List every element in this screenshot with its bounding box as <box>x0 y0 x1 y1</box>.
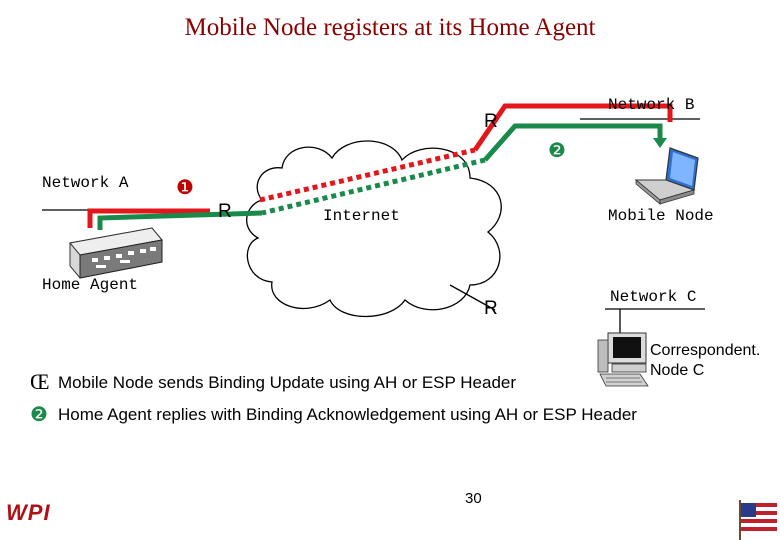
step-2-marker: ❷ <box>548 140 566 162</box>
note-2-text: Home Agent replies with Binding Acknowle… <box>58 405 637 424</box>
wpi-logo: WPI <box>6 500 51 525</box>
note-2-marker: ❷ <box>30 404 48 426</box>
note-1-marker: Œ <box>30 369 50 394</box>
laptop-icon <box>634 147 699 205</box>
network-a-label: Network A <box>42 174 129 192</box>
network-b-label: Network B <box>608 96 695 114</box>
internet-cloud <box>246 140 502 318</box>
router-c-label: R <box>484 298 498 319</box>
binding-update-path <box>87 103 673 228</box>
router-b-label: R <box>484 111 498 132</box>
home-agent-server-icon <box>69 227 163 279</box>
page-number: 30 <box>465 490 482 507</box>
binding-ack-path <box>97 123 667 230</box>
network-c-label: Network C <box>610 288 697 306</box>
us-flag-icon <box>739 500 777 540</box>
cloud-to-router-c <box>449 284 496 311</box>
page-title: Mobile Node registers at its Home Agent <box>184 14 596 41</box>
router-a-label: R <box>218 201 232 222</box>
internet-label: Internet <box>323 207 400 225</box>
correspondent-label-line1: Correspondent. <box>650 342 761 359</box>
home-agent-label: Home Agent <box>42 276 139 294</box>
mobile-node-label: Mobile Node <box>608 207 714 225</box>
note-1-text: Mobile Node sends Binding Update using A… <box>58 373 517 392</box>
correspondent-label-line2: Node C <box>650 362 705 379</box>
desktop-computer-icon <box>597 332 649 387</box>
step-1-marker: ❶ <box>176 177 194 199</box>
